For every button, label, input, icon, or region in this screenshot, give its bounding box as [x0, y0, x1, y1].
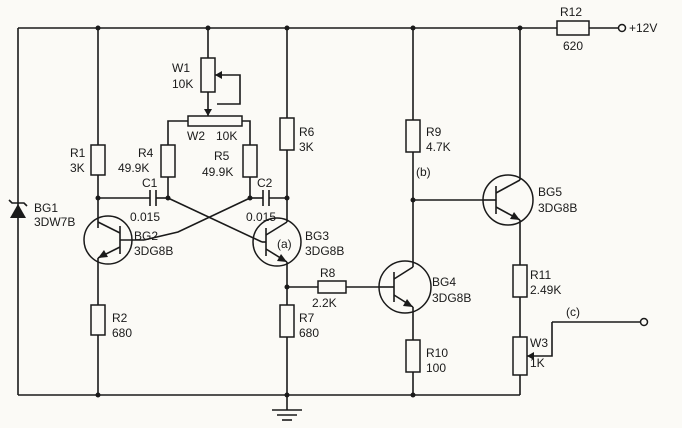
label-w1-value: 10K: [172, 77, 193, 91]
label-r1-value: 3K: [70, 161, 85, 175]
label-bg2-ref: BG2: [134, 229, 158, 243]
transistor-bg2: [83, 215, 144, 265]
resistor-r9: [405, 119, 421, 153]
label-r8-value: 2.2K: [312, 296, 337, 310]
label-node-a: (a): [277, 237, 292, 251]
label-bg1-value: 3DW7B: [34, 215, 75, 229]
label-r5-ref: R5: [214, 149, 230, 163]
label-w3-value: 1K: [530, 356, 545, 370]
cross-wire-to-bg3-base: [167, 197, 263, 243]
label-bg4-ref: BG4: [432, 275, 456, 289]
label-r10-ref: R10: [426, 346, 448, 360]
label-bg3-value: 3DG8B: [305, 244, 344, 258]
resistor-r2: [90, 304, 106, 336]
label-c2-value: 0.015: [246, 210, 276, 224]
label-bg5-ref: BG5: [538, 185, 562, 199]
label-r6-ref: R6: [299, 125, 315, 139]
label-w1-ref: W1: [172, 61, 190, 75]
vcc-terminal: [617, 23, 627, 33]
resistor-r5: [242, 144, 258, 178]
cross-wire-to-bg2-base: [143, 197, 251, 241]
resistor-r8: [317, 280, 347, 294]
top-rail: [18, 23, 627, 33]
label-r7-value: 680: [299, 326, 319, 340]
potentiometer-w3: [512, 336, 528, 376]
label-bg5-value: 3DG8B: [538, 201, 577, 215]
label-r2-value: 680: [112, 326, 132, 340]
capacitor-c1: [149, 190, 157, 206]
label-r7-ref: R7: [299, 311, 315, 325]
ground-symbol: [272, 409, 302, 421]
label-r11-value: 2.49K: [530, 283, 561, 297]
resistor-r12: [556, 20, 590, 36]
label-r2-ref: R2: [112, 311, 128, 325]
label-bg3-ref: BG3: [305, 229, 329, 243]
label-r12-ref: R12: [560, 5, 582, 19]
resistor-r1: [90, 144, 106, 176]
resistor-r10: [405, 339, 421, 373]
label-node-c: (c): [566, 305, 580, 319]
resistor-r11: [512, 264, 528, 298]
label-r9-value: 4.7K: [426, 140, 451, 154]
transistor-bg5: [482, 174, 534, 226]
resistor-r7: [279, 304, 295, 338]
zener-bg1: [8, 199, 28, 218]
label-w3-ref: W3: [530, 336, 548, 350]
label-w2-value: 10K: [216, 129, 237, 143]
resistor-r6: [279, 117, 295, 151]
potentiometer-w1: [200, 57, 216, 93]
resistor-r4: [160, 144, 176, 178]
label-r1-ref: R1: [70, 146, 86, 160]
output-terminal-c: [639, 317, 649, 327]
label-r8-ref: R8: [320, 266, 336, 280]
label-r5-value: 49.9K: [202, 165, 233, 179]
label-w2-ref: W2: [187, 129, 205, 143]
label-c2-ref: C2: [257, 176, 273, 190]
label-bg2-value: 3DG8B: [134, 244, 173, 258]
label-r10-value: 100: [426, 361, 446, 375]
transistor-bg4: [378, 260, 432, 314]
label-r12-value: 620: [563, 39, 583, 53]
label-r9-ref: R9: [426, 125, 442, 139]
label-r11-ref: R11: [530, 268, 551, 282]
potentiometer-w2: [187, 115, 243, 127]
label-r4-ref: R4: [138, 146, 154, 160]
capacitor-c2: [262, 190, 270, 206]
label-c1-value: 0.015: [130, 210, 160, 224]
label-bg1-ref: BG1: [34, 201, 58, 215]
label-supply: +12V: [629, 21, 657, 35]
label-node-b: (b): [416, 165, 431, 179]
transistor-bg3: [252, 217, 302, 267]
label-r4-value: 49.9K: [118, 161, 149, 175]
label-r6-value: 3K: [299, 140, 314, 154]
label-c1-ref: C1: [142, 176, 158, 190]
junction-dots: [95, 25, 523, 398]
label-bg4-value: 3DG8B: [432, 291, 471, 305]
